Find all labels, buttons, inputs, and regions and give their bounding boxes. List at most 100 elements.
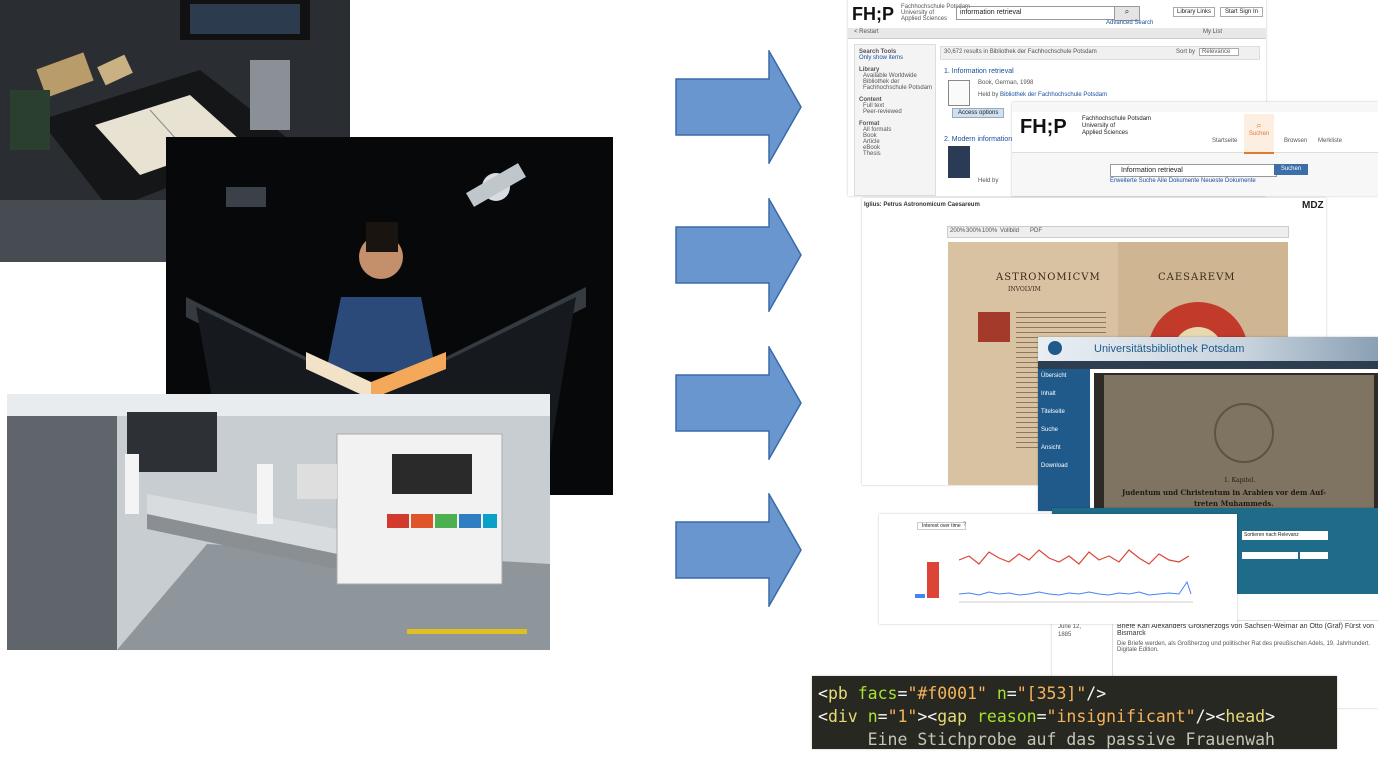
refine-heading: Search Tools <box>859 49 897 55</box>
portal-search-button[interactable]: Suchen <box>1274 164 1308 175</box>
viewer-logo: MDZ <box>1302 200 1324 211</box>
nav-merkliste[interactable]: Merkliste <box>1318 138 1343 144</box>
right-arrow-icon <box>675 50 802 164</box>
sub-toolbar: < Restart My List <box>848 28 1266 39</box>
ub-sidebar-item[interactable]: Ansicht <box>1041 445 1061 451</box>
result-held-1: Held by Bibliothek der Fachhochschule Po… <box>978 92 1108 98</box>
result-meta-1: Book, German, 1998 <box>978 80 1034 86</box>
screenshot-ub-potsdam: Universitätsbibliothek Potsdam Übersicht… <box>1038 337 1378 511</box>
page-heading-right: CAESAREVM <box>1158 272 1236 283</box>
facet-item[interactable]: Book <box>863 133 877 139</box>
ub-page-heading: 1. Kapitel. <box>1224 477 1256 484</box>
results-bar: 30,672 results in Bibliothek der Fachhoc… <box>940 46 1260 60</box>
ub-title: Universitätsbibliothek Potsdam <box>1094 343 1245 355</box>
facet-item[interactable]: Peer-reviewed <box>863 109 902 115</box>
results-count: 30,672 results in Bibliothek der Fachhoc… <box>944 49 1097 55</box>
portal-header <box>1012 112 1378 153</box>
facet-item[interactable]: Full text <box>863 103 885 109</box>
photo-conveyor-scanner-hall <box>7 394 550 650</box>
ub-page-text-2: treten Muhammeds. <box>1194 499 1274 508</box>
search-input[interactable]: information retrieval <box>956 6 1116 20</box>
entry-date: June 12, <box>1058 624 1082 630</box>
nav-suchen-tab[interactable]: ⌕ Suchen <box>1244 114 1274 154</box>
facet-item[interactable]: Article <box>863 139 880 145</box>
ub-sidebar-item[interactable]: Suche <box>1041 427 1059 433</box>
restart-link[interactable]: < Restart <box>854 29 879 35</box>
conveyor-illustration <box>7 394 550 650</box>
search-button[interactable]: ⌕ <box>1114 6 1140 21</box>
bar-blue <box>915 594 925 598</box>
illuminated-initial <box>978 312 1010 342</box>
code-line-2: <div n="1"><gap reason="insignificant"/>… <box>818 707 1276 726</box>
fullscreen-button[interactable]: Vollbild <box>1000 228 1020 234</box>
access-options-button[interactable]: Access options <box>952 108 1005 118</box>
ub-sidebar-item[interactable]: Inhalt <box>1041 391 1056 397</box>
library-stamp <box>1214 403 1274 463</box>
advanced-search-link[interactable]: Advanced Search <box>1106 20 1154 26</box>
fhp-logo: FH;P <box>852 4 894 24</box>
ub-sidebar: Übersicht Inhalt Titelseite Suche Ansich… <box>1038 369 1090 511</box>
entry-text: Die Briefe werden, als Großherzog und po… <box>1117 641 1371 653</box>
zoom-200-button[interactable]: 200% <box>950 228 966 234</box>
viewer-title: Iglius: Petrus Astronomicum Caesareum <box>864 202 980 208</box>
zoom-100-button[interactable]: 100% <box>982 228 998 234</box>
entry-title[interactable]: Briefe Karl Alexanders Großherzogs von S… <box>1117 623 1375 637</box>
facet-item[interactable]: Available Worldwide <box>863 73 917 79</box>
help-icon: ? <box>963 522 967 528</box>
ub-sidebar-item[interactable]: Download <box>1041 463 1068 469</box>
entry-year: 1885 <box>1058 632 1072 638</box>
sort-select[interactable]: Sortieren nach Relevanz <box>1242 531 1328 540</box>
search-icon: ⌕ <box>1256 120 1262 130</box>
interest-over-time-tab[interactable]: Interest over time <box>917 522 966 530</box>
facet-library-heading: Library <box>859 67 880 73</box>
library-links-menu[interactable]: Library Links <box>1173 7 1216 17</box>
sort-select[interactable]: Relevance <box>1199 48 1240 56</box>
code-line-3: Eine Stichprobe auf das passive Frauenwa… <box>818 730 1275 749</box>
facet-item[interactable]: All formats <box>863 127 892 133</box>
viewer-toolbar: 200% 300% 100% Vollbild PDF <box>947 226 1289 238</box>
facet-item[interactable]: Thesis <box>863 151 881 157</box>
sign-in-button[interactable]: Start Sign In <box>1220 7 1264 17</box>
facet-item[interactable]: eBook <box>863 145 881 151</box>
filter-select-1[interactable] <box>1242 552 1298 559</box>
right-arrow-icon <box>675 346 802 460</box>
nav-startseite[interactable]: Startseite <box>1212 138 1238 144</box>
entry-card: Briefe Karl Alexanders Großherzogs von S… <box>1112 620 1378 708</box>
only-show-link[interactable]: Only show items <box>859 55 904 61</box>
trend-lines <box>959 549 1193 603</box>
filter-select-2[interactable] <box>1300 552 1328 559</box>
refine-sidebar: Search Tools Only show items Library Ava… <box>854 44 936 196</box>
book-icon <box>948 80 970 106</box>
ub-page-scan: 1. Kapitel. Judentum und Christentum in … <box>1094 373 1378 511</box>
ub-sidebar-item[interactable]: Titelseite <box>1041 409 1065 415</box>
result-title-1[interactable]: 1. Information retrieval <box>944 68 1014 75</box>
my-list-link[interactable]: My List <box>1203 29 1223 35</box>
facet-item[interactable]: Bibliothek der <box>863 79 900 85</box>
portal-search-links[interactable]: Erweiterte Suche Alle Dokumente Neueste … <box>1110 178 1256 184</box>
ub-page-text-1: Judentum und Christentum in Arabien vor … <box>1122 488 1327 497</box>
screenshot-tei-xml-code: <pb facs="#f0001" n="[353]"/> <div n="1"… <box>812 676 1337 749</box>
page-subheading-left: INVOLVIM <box>1008 286 1041 293</box>
pdf-button[interactable]: PDF <box>1030 228 1042 234</box>
right-arrow-icon <box>675 198 802 312</box>
fhp-logo: FH;P <box>1020 116 1067 138</box>
book-cover-thumbnail <box>948 146 970 178</box>
code-line-1: <pb facs="#f0001" n="[353]"/> <box>818 684 1107 703</box>
search-icon: ⌕ <box>1124 7 1130 16</box>
ub-sidebar-item[interactable]: Übersicht <box>1041 373 1067 379</box>
sort-label: Sort by <box>1176 49 1196 55</box>
screenshot-interest-over-time: Interest over time ? <box>879 514 1237 624</box>
result-title-2[interactable]: 2. Modern information retrieval <box>944 136 1039 143</box>
portal-search-input[interactable]: Information retrieval <box>1110 164 1277 177</box>
held-by-link[interactable]: Bibliothek der Fachhochschule Potsdam <box>1000 92 1108 98</box>
page-heading-left: ASTRONOMICVM <box>996 272 1101 283</box>
zoom-300-button[interactable]: 300% <box>966 228 982 234</box>
ub-logo-icon <box>1048 341 1062 355</box>
facet-item[interactable]: Fachhochschule Potsdam <box>863 85 933 91</box>
result-held-2: Held by <box>978 178 999 184</box>
nav-browsen[interactable]: Browsen <box>1284 138 1308 144</box>
bar-red <box>927 562 939 598</box>
